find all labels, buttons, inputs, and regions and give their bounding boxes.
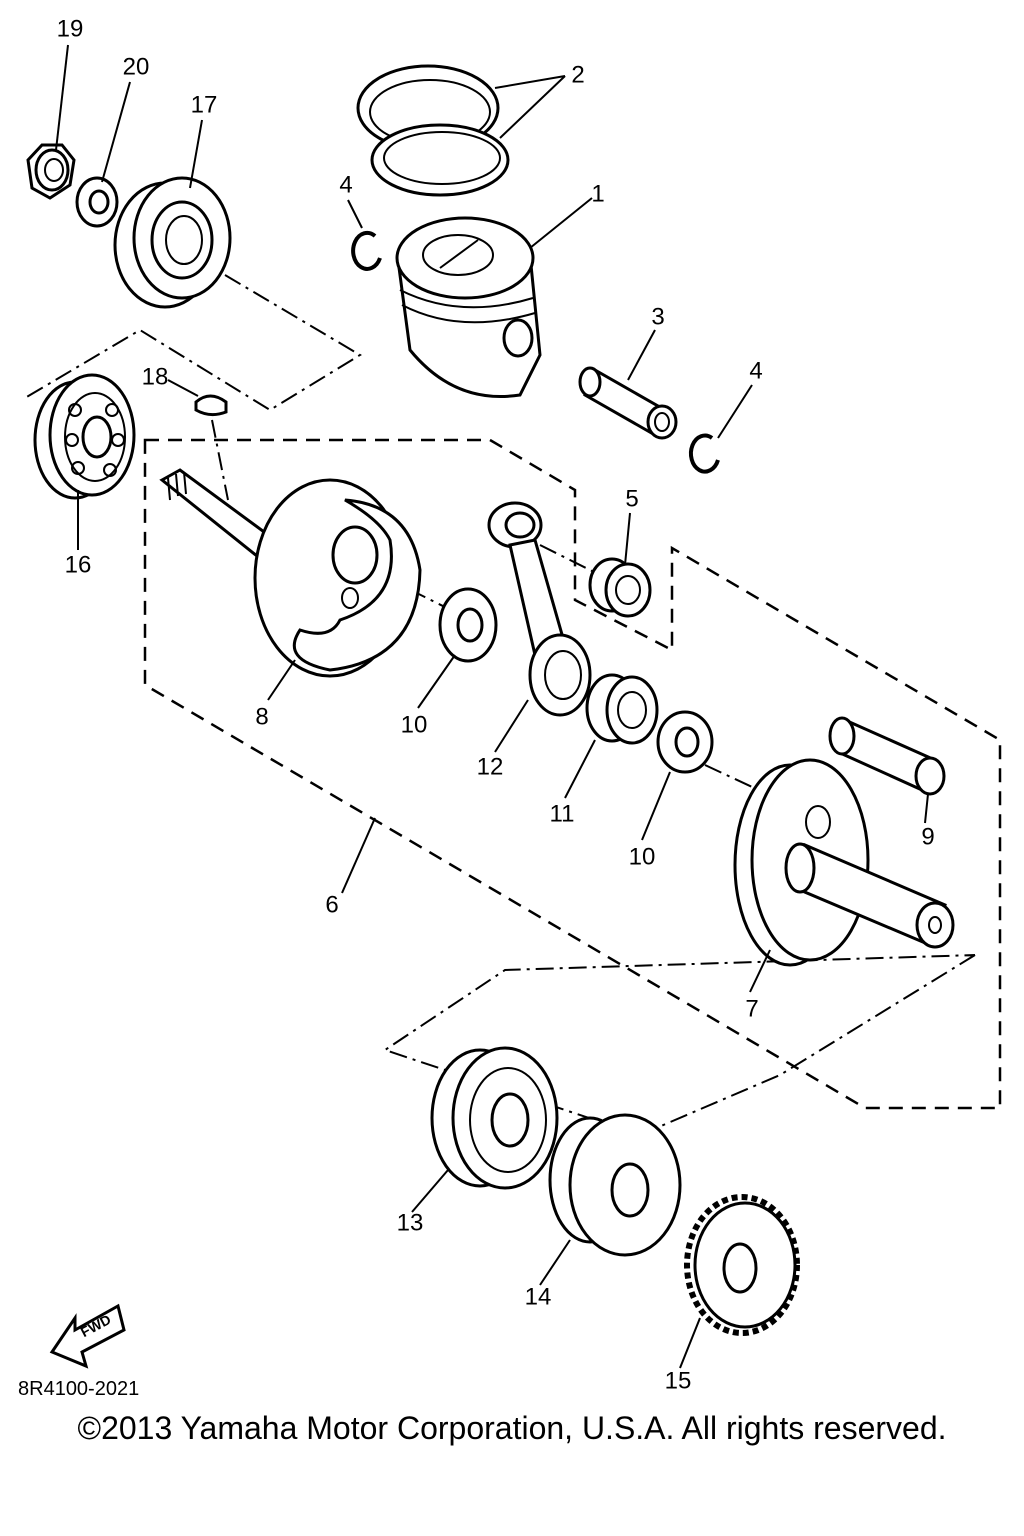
- callout-labels: 19 20 17 4 2 1 3 4 18 16 5 8 10 12 11 10…: [57, 15, 935, 1394]
- lock-washer-part: [75, 176, 119, 228]
- woodruff-key-part: [194, 394, 228, 417]
- oil-seal-right-part: [548, 1113, 682, 1257]
- diagram-code: 8R4100-2021: [18, 1378, 140, 1400]
- crank-right-part: [733, 758, 955, 967]
- oil-seal-left-leader: [24, 274, 362, 412]
- callout-13: 13: [397, 1209, 424, 1236]
- callout-6: 6: [325, 891, 338, 918]
- crank-right-leader: [382, 954, 976, 1137]
- fwd-arrow-icon: FWD: [49, 1303, 126, 1369]
- callout-20: 20: [123, 53, 150, 80]
- piston-ring-set-part: [356, 64, 510, 197]
- small-end-bearing-part: [588, 557, 652, 618]
- piston-part: [395, 216, 542, 399]
- callout-4-left: 4: [339, 171, 352, 198]
- circlip-left-part: [351, 230, 382, 271]
- crank-pin-part: [828, 716, 946, 796]
- callout-19: 19: [57, 15, 84, 42]
- callout-17: 17: [191, 91, 218, 118]
- callout-5: 5: [625, 485, 638, 512]
- small-end-axis: [539, 544, 601, 576]
- key-axis: [211, 419, 229, 501]
- callout-8: 8: [255, 703, 268, 730]
- bearing-left-part: [33, 373, 136, 500]
- callout-12: 12: [477, 753, 504, 780]
- callout-3: 3: [651, 303, 664, 330]
- callout-7: 7: [745, 995, 758, 1022]
- callout-4-right: 4: [749, 357, 762, 384]
- callout-9: 9: [921, 823, 934, 850]
- callout-16: 16: [65, 551, 92, 578]
- callout-11: 11: [550, 800, 575, 827]
- callout-18: 18: [142, 363, 169, 390]
- nut-part: [26, 143, 76, 200]
- callout-10-left: 10: [401, 711, 428, 738]
- callout-2: 2: [571, 61, 584, 88]
- bearing-right-part: [430, 1046, 559, 1190]
- washer-left-part: [438, 587, 498, 663]
- primary-drive-gear-part: [684, 1194, 800, 1336]
- callout-1: 1: [591, 180, 604, 207]
- copyright-notice: ©2013 Yamaha Motor Corporation, U.S.A. A…: [77, 1410, 947, 1446]
- big-end-bearing-part: [585, 673, 659, 745]
- callout-14: 14: [525, 1283, 552, 1310]
- crank-left-part: [159, 468, 422, 678]
- crankshaft-assembly-outline: [143, 438, 1002, 1110]
- piston-pin-part: [578, 366, 678, 440]
- callout-15: 15: [665, 1367, 692, 1394]
- circlip-right-part: [688, 433, 720, 474]
- oil-seal-left-part: [113, 176, 232, 309]
- callout-10-right: 10: [629, 843, 656, 870]
- washer-right-part: [656, 710, 714, 774]
- connecting-rod-part: [487, 501, 592, 717]
- callout-leaders: [55, 44, 929, 1369]
